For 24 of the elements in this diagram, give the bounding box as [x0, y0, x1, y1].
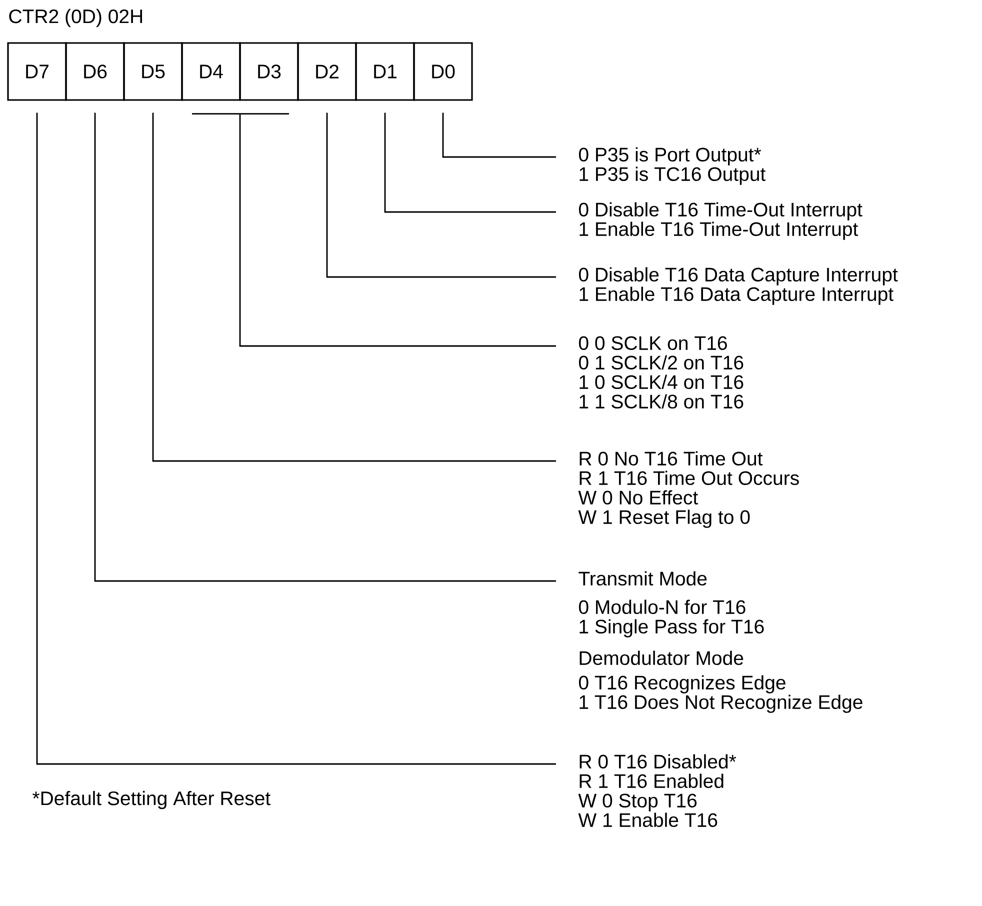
bit-cell: D1 [355, 42, 415, 101]
bit-description: 0 Disable T16 Time-Out Interrupt 1 Enable T16 Time-Out Interrupt [578, 202, 862, 240]
bit-cell: D3 [239, 42, 299, 101]
bit-description: 0 P35 is Port Output* 1 P35 is TC16 Output [578, 147, 766, 185]
bit-cell: D4 [181, 42, 241, 101]
leader-line [94, 112, 556, 582]
bit-description: R 0 No T16 Time Out R 1 T16 Time Out Occurs W 0 No Effect W 1 Reset Flag to 0 [578, 451, 799, 528]
leader-line [191, 113, 557, 347]
bit-cell: D2 [297, 42, 357, 101]
bit-cell: D7 [7, 42, 67, 101]
footnote: *Default Setting After Reset [32, 790, 270, 810]
leader-line [152, 112, 556, 462]
register-title: CTR2 (0D) 02H [9, 8, 142, 28]
bit-cell: D5 [123, 42, 183, 101]
leader-line [326, 112, 556, 278]
leader-line [384, 112, 556, 213]
bit-description: Transmit Mode 0 Modulo-N for T16 1 Single Pass for T16 Demodulator Mode 0 T16 Recognizes Edge 1 T16 Does Not Recognize Edge [578, 571, 862, 713]
leader-line [36, 112, 556, 765]
leader-line [442, 112, 556, 158]
bit-cell: D6 [65, 42, 125, 101]
bit-description: R 0 T16 Disabled* R 1 T16 Enabled W 0 Stop T16 W 1 Enable T16 [578, 754, 736, 828]
bit-cell: D0 [413, 42, 473, 101]
bit-description: 0 Disable T16 Data Capture Interrupt 1 Enable T16 Data Capture Interrupt [578, 267, 898, 305]
bit-description: 0 0 SCLK on T16 0 1 SCLK/2 on T16 1 0 SCLK/4 on T16 1 1 SCLK/8 on T16 [578, 336, 744, 408]
